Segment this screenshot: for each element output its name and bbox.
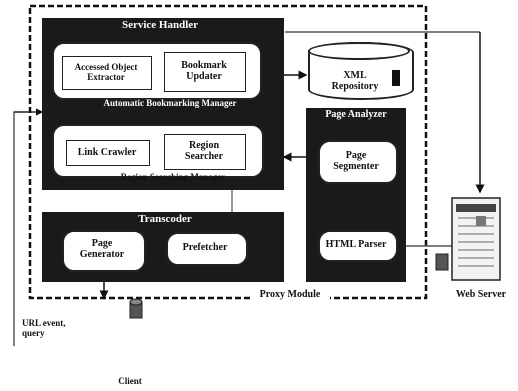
web-server-label: Web Server bbox=[446, 289, 516, 300]
url-event-label: URL event, query bbox=[22, 318, 66, 338]
accessed-object-extractor-label: Accessed Object Extractor bbox=[64, 62, 148, 82]
auto-bookmarking-manager-label: Automatic Bookmarking Manager bbox=[70, 98, 270, 108]
region-searching-manager-label: Region Searching Manager bbox=[78, 172, 268, 182]
service-handler-label: Service Handler bbox=[100, 19, 220, 31]
xml-repository-label: XML Repository bbox=[320, 70, 390, 92]
proxy-module-label: Proxy Module bbox=[250, 289, 330, 300]
url-event-line bbox=[14, 112, 30, 346]
client-label: Client bbox=[110, 376, 150, 386]
page-segmenter-label: Page Segmenter bbox=[326, 150, 386, 172]
xml-repository-top bbox=[308, 42, 410, 60]
region-searcher-label: Region Searcher bbox=[172, 140, 236, 162]
xml-repository-marker bbox=[392, 70, 400, 86]
prefetcher-label: Prefetcher bbox=[166, 242, 244, 253]
bookmark-updater-label: Bookmark Updater bbox=[172, 60, 236, 82]
page-generator-label: Page Generator bbox=[70, 238, 134, 260]
device-icon bbox=[436, 254, 448, 270]
link-crawler-label: Link Crawler bbox=[66, 147, 148, 158]
page-analyzer-label: Page Analyzer bbox=[306, 109, 406, 120]
html-parser-label: HTML Parser bbox=[318, 239, 394, 250]
transcoder-label: Transcoder bbox=[120, 213, 210, 225]
